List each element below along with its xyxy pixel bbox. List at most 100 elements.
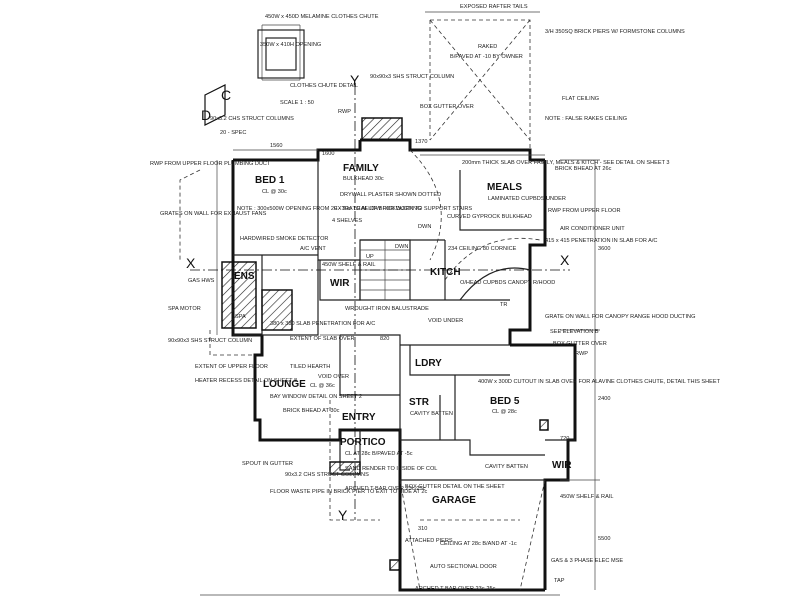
note-grate: GRATE ON WALL FOR CANOPY RANGE HOOD DUCT… — [545, 314, 695, 320]
room-entry: ENTRY — [342, 412, 376, 423]
family-bulkhead: BULKHEAD 30c — [343, 176, 384, 182]
note-tiled: TILED HEARTH — [290, 364, 330, 370]
note-shs-struct: 90x90x3 SHS STRUCT COLUMN — [370, 74, 454, 80]
dimension-lines — [200, 11, 600, 596]
dim-1370: 1370 — [415, 139, 427, 145]
note-auto-door: AUTO SECTIONAL DOOR — [430, 564, 497, 570]
section-markers — [190, 84, 570, 520]
section-y-top: Y — [350, 72, 360, 88]
note-smoke: HARDWIRED SMOKE DETECTOR — [240, 236, 328, 242]
note-paved: B/PAVED AT -10 BY OWNER — [450, 54, 523, 60]
note-up: UP — [366, 254, 374, 260]
note-penetration: 415 x 415 PENETRATION IN SLAB FOR A/C — [545, 238, 657, 244]
room-tr: TR — [500, 302, 507, 308]
note-box-gutter-over: BOX GUTTER OVER — [420, 104, 474, 110]
note-exposed: EXPOSED RAFTER TAILS — [460, 4, 528, 10]
dim-5500: 5500 — [598, 536, 610, 542]
note-spec: 20 - SPEC — [220, 130, 246, 136]
dim-310: 310 — [418, 526, 427, 532]
note-brick-bhead-30: BRICK BHEAD AT 30c — [283, 408, 340, 414]
note-clothes-chute: CLOTHES CHUTE DETAIL — [290, 83, 358, 89]
section-x-right: X — [560, 252, 570, 268]
note-opening: 350W x 410H OPENING — [260, 42, 321, 48]
note-overhead: O/HEAD CUPBDS CANOPY R/HOOD — [460, 280, 555, 286]
note-sand-render: SAND RENDER TO INSIDE OF COL — [345, 466, 437, 472]
note-elevation: SEE ELEVATION B — [550, 329, 599, 335]
note-cl-portico: CL AT 28c B/PAVED AT -5c — [345, 451, 413, 457]
room-family: FAMILY — [343, 163, 379, 174]
note-dwn: DWN — [418, 224, 431, 230]
note-cavity-2: CAVITY BATTEN — [485, 464, 528, 470]
note-wrought: WROUGHT IRON BALUSTRADE — [345, 306, 429, 312]
note-dwn-2: DWN — [395, 244, 408, 250]
note-gas: GAS HWS — [188, 278, 215, 284]
dim-720: 720 — [560, 436, 569, 442]
room-garage: GARAGE — [432, 495, 476, 506]
room-ens: ENS — [234, 271, 255, 282]
room-bed5: BED 5 — [490, 396, 520, 407]
note-drywall: DRYWALL PLASTER SHOWN DOTTED — [340, 192, 441, 198]
note-penetration-ac: 380 x 380 SLAB PENETRATION FOR A/C — [270, 321, 375, 327]
note-curved: CURVED GYPROCK BULKHEAD — [447, 214, 532, 220]
note-rwp-2: RWP — [575, 351, 588, 357]
note-bay: BAY WINDOW DETAIL ON SHEET 2 — [270, 394, 362, 400]
note-arched-2: ARCHED T-BAR OVER 23c-25c — [415, 586, 496, 592]
note-grates-wall: GRATES ON WALL FOR EXHAUST FANS — [160, 211, 267, 217]
note-extra-leaf: EXTRA LEAF OF BRICKWORK TO SUPPORT STAIR… — [334, 206, 472, 212]
room-bed1: BED 1 — [255, 175, 285, 186]
note-false-rake: NOTE : FALSE RAKES CEILING — [545, 116, 627, 122]
room-laundry: LDRY — [415, 358, 442, 369]
note-extent-slab: EXTENT OF SLAB OVER — [290, 336, 355, 342]
dim-1560: 1560 — [270, 143, 282, 149]
note-box-gutter-detail: BOX GUTTER DETAIL ON THE SHEET — [405, 484, 505, 490]
dashed-outlines — [179, 19, 546, 591]
clothes-chute-detail — [257, 29, 305, 79]
dim-3600: 3600 — [598, 246, 610, 252]
note-brick-piers: 3/H 350SQ BRICK PIERS W/ FORMSTONE COLUM… — [545, 29, 685, 35]
curves — [409, 149, 541, 301]
note-laminated: LAMINATED CUPBDS UNDER — [488, 196, 566, 202]
note-shelf-rail: 450W SHELF & RAIL — [322, 262, 375, 268]
room-store: STR — [409, 397, 430, 408]
note-slab-thick: 200mm THICK SLAB OVER FAMILY, MEALS & KI… — [462, 160, 670, 166]
note-cutout: 400W x 300D CUTOUT IN SLAB OVER FOR ALAV… — [478, 379, 721, 385]
room-meals: MEALS — [487, 182, 522, 193]
note-melamine: 450W x 450D MELAMINE CLOTHES CHUTE — [265, 14, 379, 20]
note-opening-duct: NOTE : 300x500W OPENING FROM 20 - 30c TO… — [237, 206, 421, 212]
section-y-bottom: Y — [338, 507, 348, 523]
note-brick-bhead-26: BRICK BHEAD AT 26c — [555, 166, 612, 172]
note-scale: SCALE 1 : 50 — [280, 100, 314, 106]
note-void-over: VOID OVER — [318, 374, 349, 380]
note-elec: GAS & 3 PHASE ELEC MSE — [551, 558, 623, 564]
dim-2400: 2400 — [598, 396, 610, 402]
note-floor-waste: FLOOR WASTE PIPE IN BRICK PIER TO EXIT T… — [270, 489, 427, 495]
section-x-left: X — [186, 255, 196, 271]
note-ceiling-28: CEILING AT 28c B/AND AT -1c — [440, 541, 517, 547]
note-flat-ceiling: FLAT CEILING — [562, 96, 599, 102]
room-spa: SPA — [235, 314, 246, 320]
note-ac-unit: AIR CONDITIONER UNIT — [560, 226, 625, 232]
elevation-c: C — [221, 87, 231, 103]
note-ceiling-234: 234 CEILING 80 CORNICE — [448, 246, 517, 252]
note-shelf-rail-2: 450W SHELF & RAIL — [560, 494, 613, 500]
dim-820: 820 — [380, 336, 389, 342]
note-cavity: CAVITY BATTEN — [410, 411, 453, 417]
bed1-ceiling: CL @ 30c — [262, 189, 287, 195]
note-rwp: RWP — [338, 109, 351, 115]
note-extent-upper: EXTENT OF UPPER FLOOR — [195, 364, 268, 370]
elevation-d: D — [201, 107, 211, 123]
note-tap: TAP — [554, 578, 565, 584]
dim-1600: 1600 — [322, 151, 334, 157]
note-plumbing-duct: RWP FROM UPPER FLOOR PLUMBING DUCT — [150, 161, 271, 167]
note-void-under: VOID UNDER — [428, 318, 463, 324]
room-kitchen: KITCH — [430, 267, 461, 278]
note-chs-2: 90x3.2 CHS STRUCT COLUMNS — [285, 472, 369, 478]
room-wir-1: WIR — [330, 278, 350, 289]
note-rwp-upper: RWP FROM UPPER FLOOR — [548, 208, 621, 214]
note-ac-vent: A/C VENT — [300, 246, 326, 252]
room-portico: PORTICO — [340, 437, 386, 448]
note-shs-col: 90x90x3 SHS STRUCT COLUMN — [168, 338, 252, 344]
note-arched: ARCHED T-BAR OVER 23c-25c — [345, 486, 426, 492]
note-spa-motor: SPA MOTOR — [168, 306, 201, 312]
